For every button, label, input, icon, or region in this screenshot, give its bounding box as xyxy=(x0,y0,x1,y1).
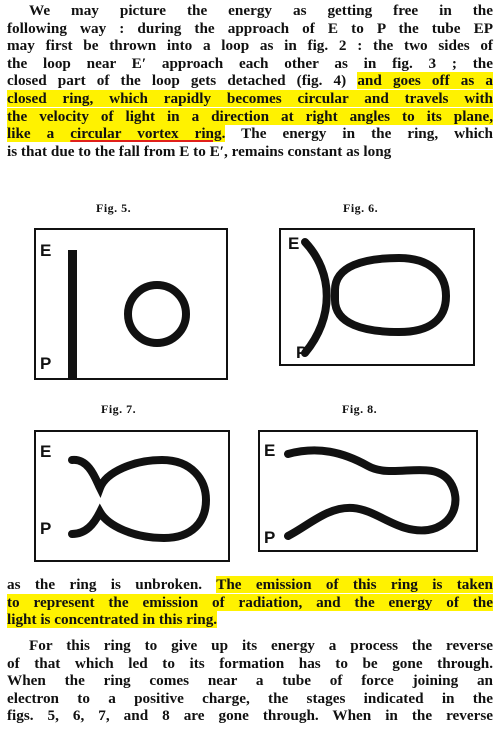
text-line: the velocity of light in a direction at … xyxy=(7,107,493,126)
text-line: the loop near E′ approach each other as … xyxy=(7,54,493,72)
text-line: to represent the emission of radiation, … xyxy=(7,593,493,612)
label-p: P xyxy=(40,519,51,538)
vortex-ring xyxy=(331,253,451,337)
highlighted-text: like a circular vortex ring. xyxy=(7,125,226,143)
highlighted-text: The emission of this ring is taken xyxy=(216,576,493,593)
figure-7: E P xyxy=(34,430,230,562)
figure-8: E P xyxy=(258,430,478,552)
tube-loop xyxy=(68,455,211,543)
text-line: like a circular vortex ring. The energy … xyxy=(7,125,493,143)
tube-loop xyxy=(284,446,460,540)
highlighted-text: and goes off as a xyxy=(357,72,493,90)
figure-caption: Fig. 5. xyxy=(96,201,132,215)
text-line: When the ring comes near a tube of force… xyxy=(7,672,493,690)
text-line: For this ring to give up its energy a pr… xyxy=(29,637,493,654)
label-e: E xyxy=(40,241,51,260)
paragraph-1: We may picture the energy as getting fre… xyxy=(7,2,493,160)
highlighted-text: the velocity of light in a direction at … xyxy=(7,107,493,125)
text-line: closed part of the loop gets detached (f… xyxy=(7,72,493,90)
paragraph-3: For this ring to give up its energy a pr… xyxy=(7,637,493,725)
figure-5: E P xyxy=(34,228,228,380)
tube-of-force xyxy=(301,238,331,357)
label-p: P xyxy=(40,354,51,373)
text-line: figs. 5, 6, 7, and 8 are gone through. W… xyxy=(7,707,493,725)
figure-caption: Fig. 6. xyxy=(343,201,379,215)
highlighted-text: closed ring, which rapidly becomes circu… xyxy=(7,89,493,107)
paragraph-2: as the ring is unbroken. The emission of… xyxy=(7,576,493,629)
label-e: E xyxy=(288,234,299,253)
highlighted-text: to represent the emission of radiation, … xyxy=(7,593,493,611)
vortex-ring xyxy=(124,281,190,347)
text-line: is that due to the fall from E to E′, re… xyxy=(7,142,392,160)
figure-caption: Fig. 7. xyxy=(101,402,137,416)
label-p: P xyxy=(264,528,275,547)
figure-caption: Fig. 8. xyxy=(342,402,378,416)
text-line: electron to a positive charge, the stage… xyxy=(7,689,493,707)
text-line: We may picture the energy as getting fre… xyxy=(29,2,493,19)
label-e: E xyxy=(264,441,275,460)
underlined-text: circular vortex ring xyxy=(70,125,222,143)
text-line: as the ring is unbroken. The emission of… xyxy=(7,576,493,593)
tube-of-force xyxy=(68,250,77,378)
text-line: of that which led to its formation has t… xyxy=(7,654,493,672)
highlighted-text: light is concentrated in this ring. xyxy=(7,611,218,629)
text-line: closed ring, which rapidly becomes circu… xyxy=(7,89,493,108)
text-line: following way : during the approach of E… xyxy=(7,19,493,37)
label-e: E xyxy=(40,442,51,461)
figure-6: E P xyxy=(279,228,475,366)
text-line: light is concentrated in this ring. xyxy=(7,611,493,629)
text-line: may first be thrown into a loop as in fi… xyxy=(7,37,493,55)
